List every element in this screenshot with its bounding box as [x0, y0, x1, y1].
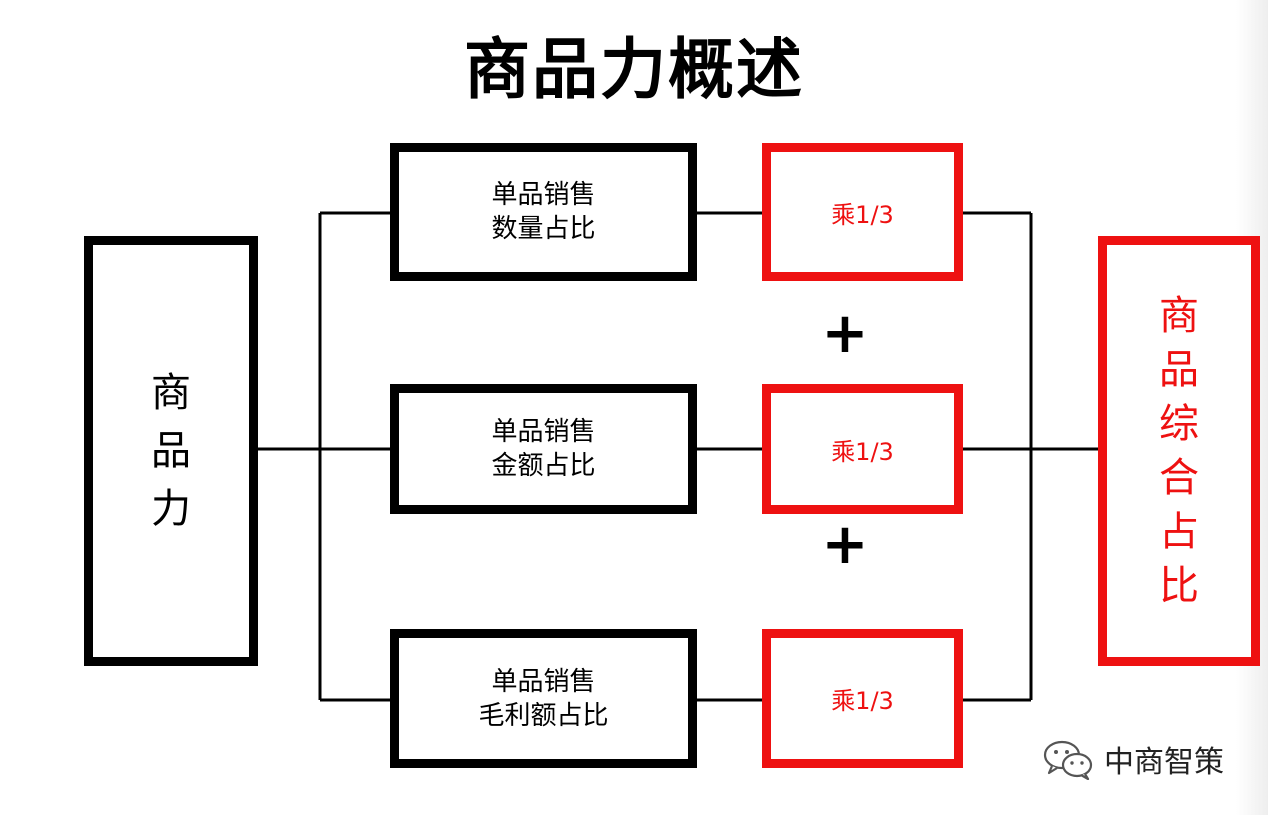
metric-label-line2: 毛利额占比: [478, 700, 609, 731]
metric-box-amount: 单品销售 金额占比: [390, 384, 697, 514]
source-char-3: 力: [151, 486, 191, 532]
result-char-3: 综: [1159, 401, 1199, 447]
source-char-2: 品: [151, 428, 191, 474]
plus-operator-1: +: [821, 301, 869, 366]
metric-label-line1: 单品销售: [491, 180, 596, 210]
metric-label-line2: 数量占比: [491, 214, 596, 244]
multiplier-label: 乘1/3: [831, 437, 894, 466]
multiplier-box-2: 乘1/3: [762, 384, 963, 514]
multiplier-label: 乘1/3: [831, 200, 894, 229]
metric-label: 单品销售 毛利额占比: [478, 665, 608, 733]
result-char-2: 品: [1159, 347, 1199, 393]
multiplier-box-3: 乘1/3: [762, 629, 963, 768]
result-char-4: 合: [1159, 455, 1199, 501]
metric-label-line1: 单品销售: [491, 666, 596, 697]
result-char-6: 比: [1159, 563, 1199, 609]
brand-watermark: 中商智策: [1042, 736, 1224, 782]
metric-label: 单品销售 金额占比: [491, 415, 595, 483]
result-box: 商 品 综 合 占 比: [1098, 236, 1260, 666]
metric-box-gross-profit: 单品销售 毛利额占比: [390, 629, 697, 768]
page-title: 商品力概述: [464, 31, 804, 108]
wechat-icon: [1043, 740, 1093, 780]
multiplier-box-1: 乘1/3: [762, 143, 963, 281]
metric-box-quantity: 单品销售 数量占比: [390, 143, 697, 281]
source-char-1: 商: [151, 370, 191, 416]
result-char-1: 商: [1159, 293, 1199, 339]
metric-label-line1: 单品销售: [491, 417, 596, 447]
source-label: 商 品 力: [151, 364, 191, 538]
plus-operator-2: +: [821, 512, 869, 577]
multiplier-label: 乘1/3: [831, 687, 894, 715]
metric-label-line2: 金额占比: [491, 451, 596, 481]
brand-name: 中商智策: [1104, 745, 1224, 780]
result-char-5: 占: [1159, 509, 1199, 555]
result-label: 商 品 综 合 占 比: [1159, 289, 1199, 613]
source-box: 商 品 力: [84, 236, 258, 666]
metric-label: 单品销售 数量占比: [491, 178, 595, 246]
